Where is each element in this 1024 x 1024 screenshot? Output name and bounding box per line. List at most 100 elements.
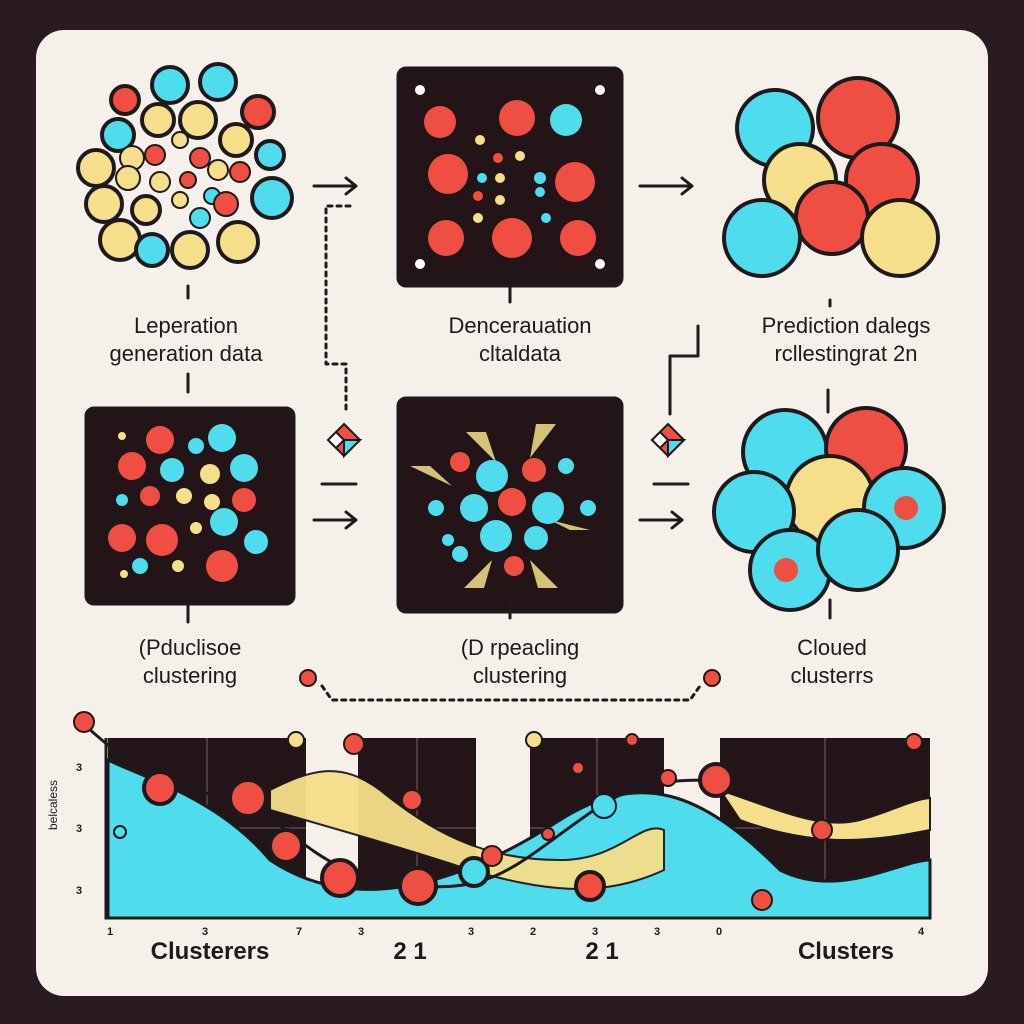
caption-line: Leperation [134, 313, 238, 338]
cluster-dot [860, 198, 940, 278]
trend-point [398, 866, 438, 906]
stage-caption-top-mid: Dencerauation cltaldata [400, 312, 640, 368]
cube-face [343, 439, 363, 459]
x-tick: 7 [296, 926, 303, 938]
node-dot [703, 669, 721, 687]
cluster-dot [210, 508, 238, 536]
x-tick: 3 [654, 926, 661, 938]
cluster-dot [254, 139, 286, 171]
cluster-dot [460, 494, 488, 522]
x-tick: 4 [918, 926, 925, 938]
cluster-dot [200, 464, 220, 484]
cluster-dot [218, 122, 254, 158]
cluster-dot [515, 151, 525, 161]
cluster-dot [522, 458, 546, 482]
cluster-dot [190, 522, 202, 534]
cluster-dot [560, 220, 596, 256]
cluster-dot [109, 84, 141, 116]
cluster-dot [794, 180, 870, 256]
trend-point [574, 870, 606, 902]
burst-ray [410, 466, 452, 486]
cluster-dot [428, 500, 444, 516]
cluster-dot [495, 173, 505, 183]
cluster-dot [146, 426, 174, 454]
caption-line: Cloued [797, 635, 867, 660]
connector [668, 324, 700, 368]
trend-point [287, 731, 305, 749]
x-axis-label: 2 1 [393, 938, 427, 965]
caption-line: Dencerauation [448, 313, 592, 338]
cluster-dot [130, 194, 162, 226]
panel-pin [595, 259, 605, 269]
cluster-dot [189, 207, 211, 229]
stage-caption-mid-left: (Pduclisoe clustering [100, 634, 280, 690]
trend-point [698, 762, 734, 798]
cluster-dot [171, 131, 189, 149]
cluster-dot [216, 220, 260, 264]
burst-ray [464, 560, 492, 588]
trend-point [320, 858, 360, 898]
burst-ray [530, 560, 558, 588]
cluster-dot [498, 488, 526, 516]
cluster-dot [524, 526, 548, 550]
caption-line: (D rpeacling [460, 635, 580, 660]
diagram-card: Leperation generation data Dencerauation… [36, 30, 988, 996]
cluster-dot [476, 460, 508, 492]
x-tick: 3 [358, 926, 365, 938]
stage-caption-top-left: Leperation generation data [76, 312, 296, 368]
cluster-dot [232, 488, 256, 512]
trend-point [228, 778, 268, 818]
trend-point [142, 770, 178, 806]
caption-line: rcllestingrat 2n [774, 341, 918, 366]
stage-caption-top-right: Prediction dalegs rcllestingrat 2n [716, 312, 976, 368]
cluster-dot [150, 65, 190, 105]
cluster-dot [473, 213, 483, 223]
cluster-dot [149, 171, 171, 193]
cluster-dot [230, 454, 258, 482]
trend-point [659, 769, 677, 787]
cluster-dot [550, 104, 582, 136]
x-tick: 2 [530, 926, 537, 938]
cube-face [326, 430, 346, 450]
cluster-dot [535, 187, 545, 197]
wave-band-yellow [269, 770, 665, 890]
wave-band-blue [106, 757, 932, 920]
cluster-dot [495, 195, 505, 205]
cluster-dot [140, 486, 160, 506]
panel-pin [415, 259, 425, 269]
cluster-dot [84, 184, 124, 224]
cluster-dot [146, 524, 178, 556]
cluster-dot [532, 492, 564, 524]
caption-line: clustering [472, 663, 568, 688]
cluster-dot [134, 232, 170, 268]
cluster-dot [118, 432, 126, 440]
arrow-right [638, 176, 694, 196]
cluster-dot [172, 560, 184, 572]
y-tick: 3 [76, 762, 83, 774]
cluster-dot [452, 546, 468, 562]
cluster-dot [178, 100, 218, 140]
x-axis-label: Clusterers [150, 938, 270, 965]
x-tick: 3 [592, 926, 599, 938]
cluster-dot [580, 500, 596, 516]
cluster-dot [240, 94, 276, 130]
trend-point [811, 819, 833, 841]
x-tick: 3 [468, 926, 475, 938]
trend-point [541, 827, 555, 841]
y-tick: 3 [76, 885, 83, 897]
trend-point [481, 845, 503, 867]
cluster-dot [450, 452, 470, 472]
cluster-dot [442, 534, 454, 546]
cluster-dot [480, 520, 512, 552]
cluster-dot [206, 550, 238, 582]
cluster-dot [120, 570, 128, 578]
cluster-dot [76, 148, 116, 188]
trend-point [343, 733, 365, 755]
trend-point [625, 733, 639, 747]
caption-line: generation data [109, 341, 263, 366]
cluster-dot [100, 117, 136, 153]
trend-point [401, 789, 423, 811]
cube-icon [650, 422, 687, 459]
trend-point [571, 761, 585, 775]
dashed-connector [320, 684, 702, 702]
